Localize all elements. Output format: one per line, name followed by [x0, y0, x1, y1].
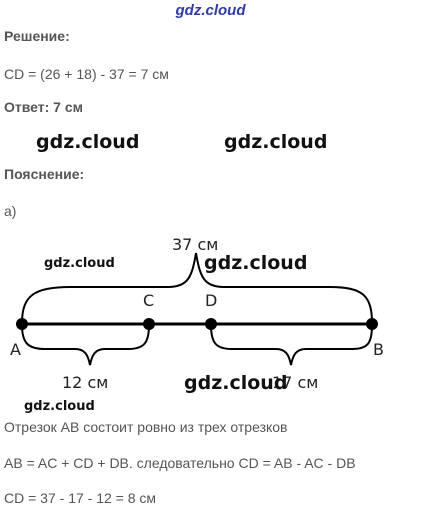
segment-diagram: A C D B 37 см 12 см 17 см — [10, 235, 384, 392]
left-measure-label: 12 см — [62, 373, 108, 392]
point-a — [16, 318, 28, 330]
site-header-logo[interactable]: gdz.cloud — [175, 2, 246, 19]
watermark-text: gdz.cloud — [224, 131, 328, 153]
solution-label: Решение: — [4, 28, 70, 44]
right-brace — [210, 324, 373, 366]
point-label-b: B — [373, 340, 384, 359]
reasoning-line-1: Отрезок АВ состоит ровно из трех отрезко… — [4, 419, 288, 435]
watermark-text: gdz.cloud — [204, 252, 308, 274]
watermark-text: gdz.cloud — [184, 372, 288, 394]
point-label-a: A — [10, 340, 21, 359]
solution-equation: CD = (26 + 18) - 37 = 7 см — [4, 66, 169, 82]
top-brace — [21, 252, 373, 324]
explanation-label: Пояснение: — [4, 166, 85, 182]
point-d — [205, 318, 217, 330]
reasoning-line-3: CD = 37 - 17 - 12 = 8 см — [4, 490, 157, 506]
watermark-text: gdz.cloud — [36, 131, 140, 153]
answer-text: Ответ: 7 см — [4, 99, 83, 115]
point-c — [143, 318, 155, 330]
watermark-text: gdz.cloud — [24, 399, 95, 414]
point-label-d: D — [205, 291, 217, 310]
left-brace — [21, 324, 150, 366]
point-b — [366, 318, 378, 330]
reasoning-line-2: AB = AC + CD + DB. следовательно CD = AB… — [4, 455, 356, 471]
point-label-c: C — [143, 291, 154, 310]
watermark-text: gdz.cloud — [44, 256, 115, 271]
top-measure-label: 37 см — [172, 235, 218, 254]
part-label: а) — [4, 203, 17, 219]
right-measure-label: 17 см — [272, 373, 318, 392]
